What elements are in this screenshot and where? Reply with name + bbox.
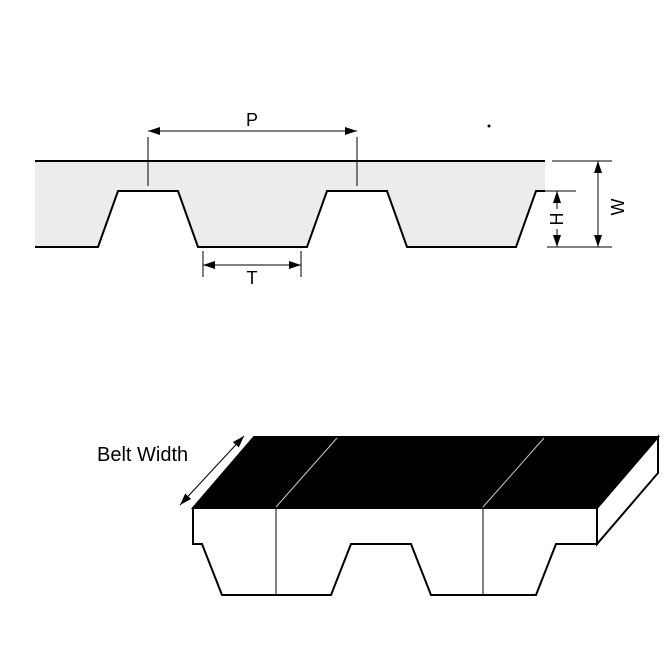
pitch-label: P <box>246 110 258 130</box>
belt-profile-fill <box>35 161 545 247</box>
belt-width-label: Belt Width <box>97 444 188 466</box>
belt-iso-view: Belt Width <box>97 434 661 596</box>
iso-top-seam-line-right <box>482 437 545 508</box>
iso-top-face <box>190 436 661 509</box>
tooth-label: T <box>247 268 258 288</box>
belt-width-dimension-arrow <box>179 435 245 506</box>
belt-tooth-profile-line <box>35 190 545 248</box>
belt-profile-view: P T H W <box>35 110 628 288</box>
iso-top-seam-line-left <box>275 437 338 508</box>
height-label: H <box>547 213 567 226</box>
stray-dot <box>487 124 491 128</box>
iso-front-face <box>192 507 598 596</box>
iso-end-face <box>596 434 659 547</box>
width-label: W <box>608 199 628 216</box>
